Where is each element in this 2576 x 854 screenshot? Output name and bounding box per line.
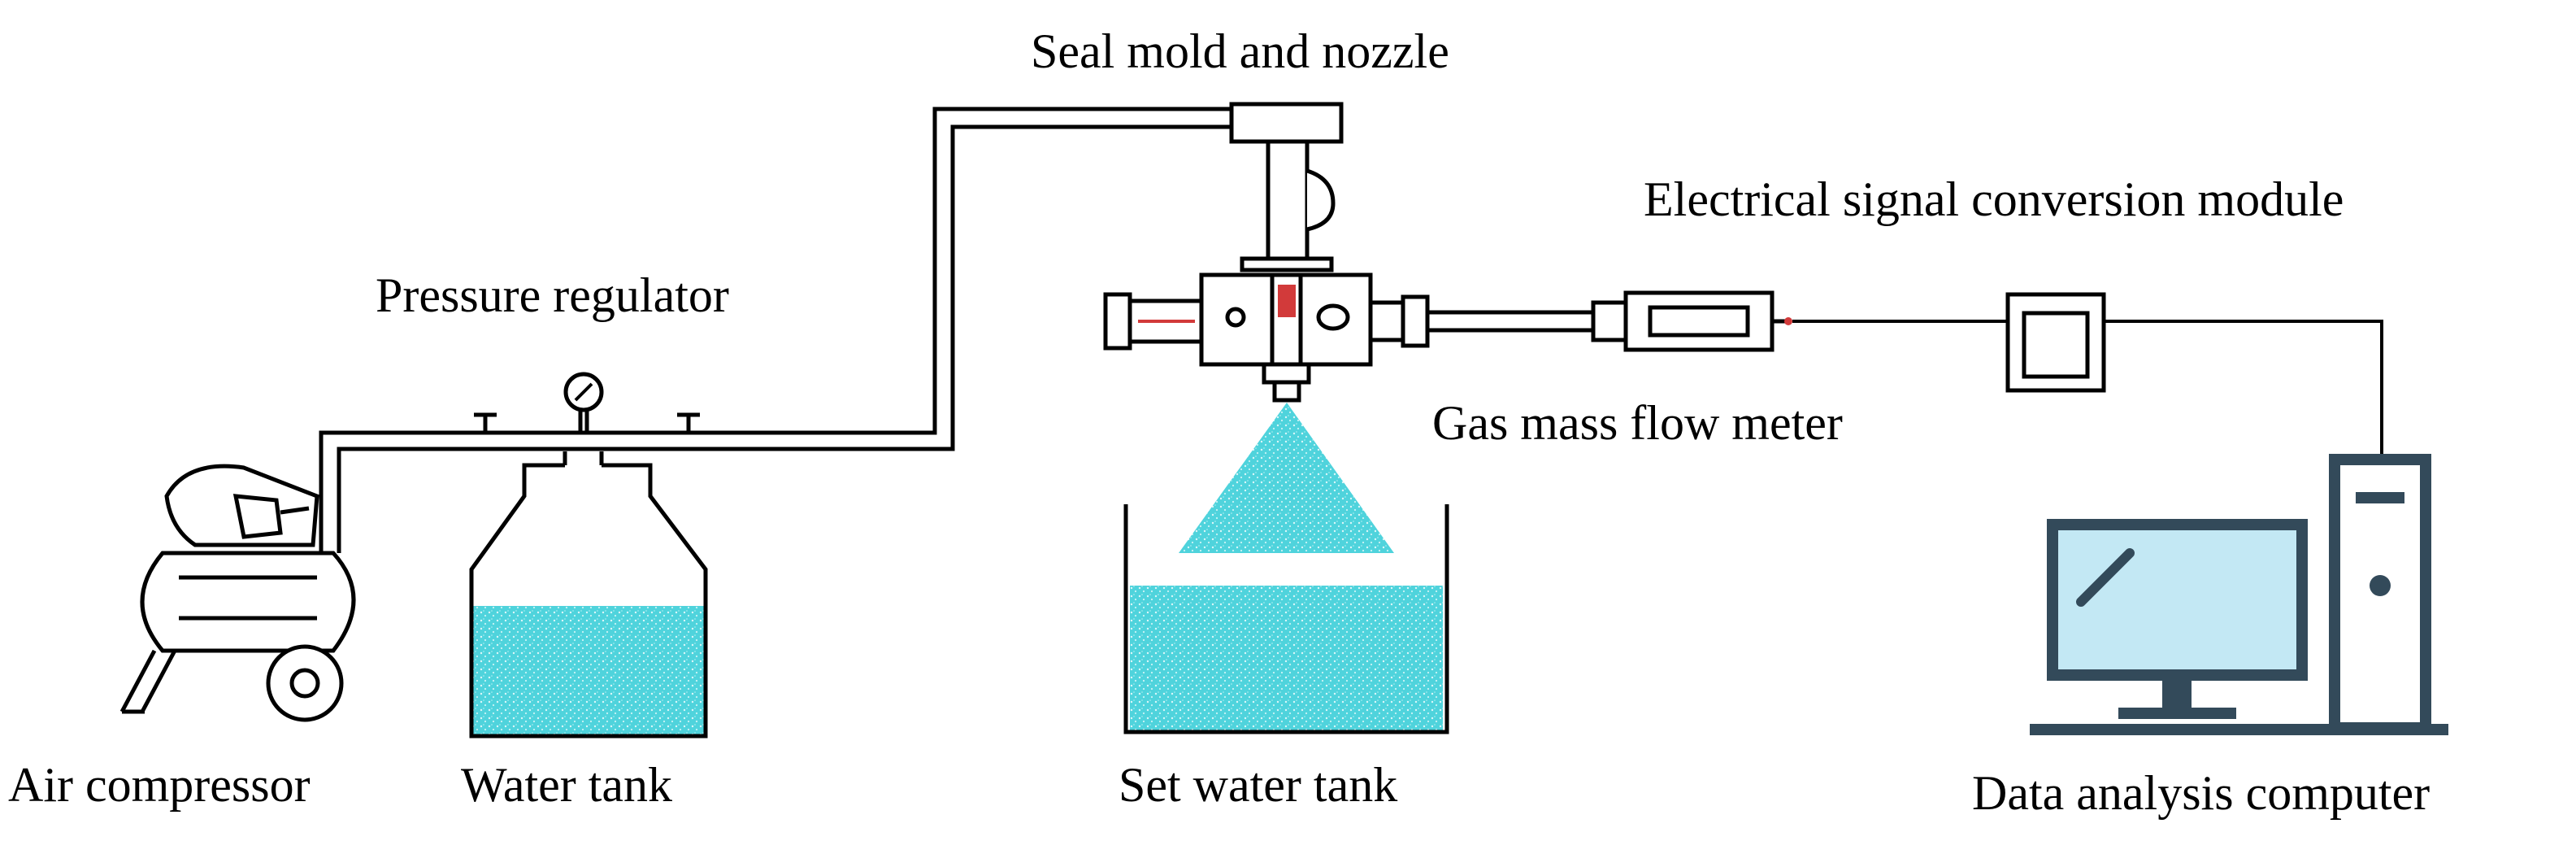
- label-water-tank: Water tank: [461, 758, 673, 812]
- data-analysis-computer: [2030, 454, 2448, 735]
- signal-cable: [1792, 320, 2383, 455]
- water-tank: [469, 451, 708, 739]
- label-pressure-regulator: Pressure regulator: [376, 268, 729, 322]
- electrical-signal-conversion-module: [2005, 292, 2106, 393]
- label-set-water-tank: Set water tank: [1119, 758, 1398, 812]
- label-seal-mold-and-nozzle: Seal mold and nozzle: [1031, 24, 1449, 78]
- air-supply-pipe: [319, 107, 1232, 553]
- label-gas-mass-flow-meter: Gas mass flow meter: [1432, 396, 1843, 450]
- set-water-tank: [1123, 504, 1449, 734]
- spray-cone: [1179, 403, 1394, 553]
- pressure-regulator: [563, 372, 604, 433]
- pipe-valve-right: [677, 412, 700, 433]
- gas-mass-flow-meter: [1623, 290, 1792, 352]
- air-compressor: [119, 464, 356, 722]
- gas-line: [1427, 300, 1628, 342]
- label-air-compressor: Air compressor: [8, 758, 311, 812]
- label-electrical-signal-conversion-module: Electrical signal conversion module: [1644, 172, 2344, 226]
- pipe-valve-left: [474, 412, 497, 433]
- label-data-analysis-computer: Data analysis computer: [1972, 766, 2430, 820]
- seal-mold-and-nozzle: [1103, 102, 1430, 403]
